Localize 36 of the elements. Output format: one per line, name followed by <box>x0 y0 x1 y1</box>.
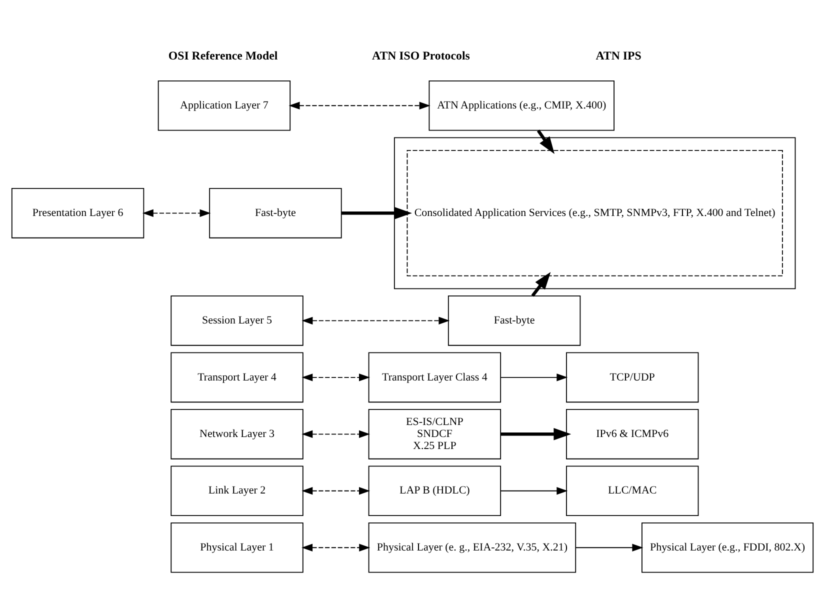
node-box: Physical Layer 1 <box>170 522 304 573</box>
node-box: LLC/MAC <box>566 466 699 516</box>
arrow <box>302 487 370 495</box>
node-box: Presentation Layer 6 <box>11 188 144 238</box>
node-box: Physical Layer (e. g., EIA-232, V.35, X.21) <box>368 522 576 573</box>
arrow <box>500 487 568 495</box>
arrow <box>575 544 644 552</box>
node-box: ATN Applications (e.g., CMIP, X.400) <box>428 80 615 131</box>
node-box: Link Layer 2 <box>170 466 304 516</box>
arrow <box>142 209 211 217</box>
arrow <box>288 102 430 110</box>
arrow <box>342 207 412 220</box>
arrow <box>302 316 450 325</box>
node-box: Transport Layer Class 4 <box>368 352 502 403</box>
arrow <box>302 374 370 382</box>
node-box: IPv6 & ICMPv6 <box>566 409 699 460</box>
node-box: Transport Layer 4 <box>170 352 304 403</box>
arrow <box>302 544 370 552</box>
label: ATN IPS <box>596 48 642 62</box>
arrow <box>536 130 555 154</box>
label: ATN ISO Protocols <box>372 48 470 62</box>
arrow <box>500 374 568 382</box>
arrow <box>302 430 370 438</box>
node-box: Session Layer 5 <box>170 296 304 346</box>
node-box: LAP B (HDLC) <box>368 466 502 516</box>
node-box: ES-IS/CLNP SNDCF X.25 PLP <box>368 409 502 460</box>
node-box: Fast-byte <box>448 296 581 346</box>
node-box: Application Layer 7 <box>158 80 291 131</box>
node-box: Fast-byte <box>209 188 342 238</box>
label: OSI Reference Model <box>168 48 278 62</box>
node-box: Consolidated Application Services (e.g., SMTP, SNMPv3, FTP, X.400 and Telnet) <box>406 150 783 276</box>
arrow <box>500 428 572 440</box>
node-box: TCP/UDP <box>566 352 699 403</box>
arrow <box>531 272 551 297</box>
node-box: Physical Layer (e.g., FDDI, 802.X) <box>642 522 814 573</box>
node-box: Network Layer 3 <box>170 409 304 460</box>
